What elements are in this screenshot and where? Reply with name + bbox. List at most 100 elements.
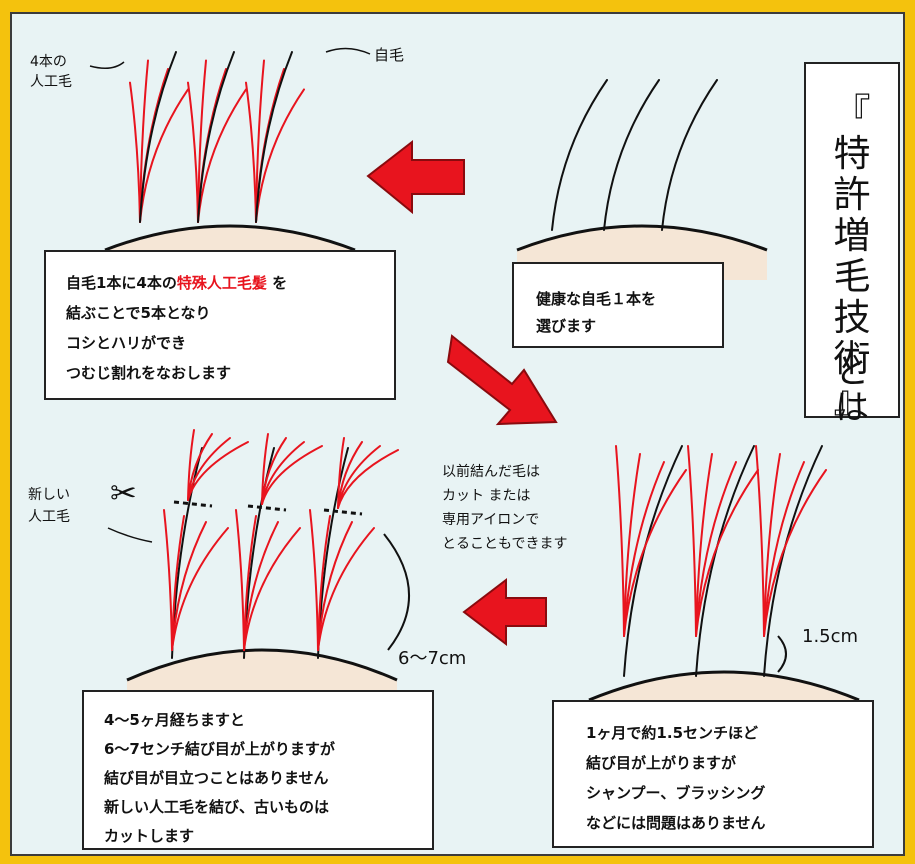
- old-artificial-hair-strand: [337, 449, 399, 509]
- scalp-outline: [126, 648, 398, 682]
- step2-line: 自毛1本に4本の特殊人工毛髪 を: [66, 268, 394, 298]
- natural-hair-label: 自毛: [374, 46, 405, 64]
- new-artificial-hair-strand: [243, 521, 279, 651]
- artificial-hair-strand: [129, 81, 141, 223]
- step4-caption: 4〜5ヶ月経ちますと 6〜7センチ結び目が上がりますが 結び目が目立つことはあり…: [82, 690, 434, 850]
- special-artificial-hair-label: 特殊人工毛髪: [176, 274, 267, 292]
- artificial-hair-strand: [695, 469, 759, 637]
- label-pointer-arrow: [107, 527, 153, 543]
- step4-line: 結び目が目立つことはありません: [104, 769, 329, 787]
- step2-text: 自毛1本に4本の: [66, 274, 177, 292]
- diagram-panel: 『 特 許 増 毛 技 術 』 と は 健康な自毛１本を 選びます 自毛1本に4…: [10, 12, 905, 856]
- cut-line: [323, 508, 363, 516]
- artificial-hair-strand: [197, 68, 227, 223]
- down-right-arrow-icon: [446, 334, 558, 426]
- artificial-hair-strand: [139, 68, 169, 223]
- natural-hair-strand: [255, 51, 293, 223]
- scissors-icon: ✂: [110, 474, 137, 512]
- scalp-outline: [104, 224, 356, 252]
- artificial-hair-strand: [763, 461, 805, 637]
- title-char: 増: [833, 214, 871, 257]
- natural-hair-strand: [551, 79, 608, 231]
- label-line: とることもできます: [442, 536, 568, 552]
- left-arrow-icon: [462, 577, 547, 647]
- artificial-hair-strand: [623, 469, 687, 637]
- left-arrow-icon: [366, 139, 465, 215]
- natural-hair-strand: [197, 51, 235, 223]
- title-char: は: [835, 388, 869, 428]
- growth-1-5cm-label: 1.5cm: [802, 626, 859, 647]
- step4-line: 新しい人工毛を結び、古いものは: [104, 798, 330, 816]
- artificial-hair-strand: [763, 469, 827, 637]
- natural-hair-strand: [603, 79, 660, 231]
- new-artificial-hair-strand: [171, 521, 207, 651]
- artificial-hair-strand: [695, 453, 713, 637]
- artificial-hair-strand: [687, 445, 697, 637]
- title-char: 毛: [833, 255, 871, 298]
- artificial-hair-strand: [755, 445, 765, 637]
- new-artificial-hair-strand: [171, 527, 229, 651]
- scalp-outline: [588, 670, 860, 702]
- artificial-hair-strand: [245, 81, 257, 223]
- step3-line: 1ヶ月で約1.5センチほど: [586, 724, 759, 742]
- step3-line: 結び目が上がりますが: [586, 754, 737, 772]
- title-char: 技: [833, 296, 871, 339]
- step1-line: 健康な自毛１本を: [536, 290, 657, 308]
- title-suffix: と は: [806, 354, 898, 426]
- growth-bracket-small: [777, 635, 787, 673]
- artificial-hair-strand: [623, 453, 641, 637]
- step2-line: 結ぶことで5本となり: [66, 304, 211, 322]
- step1-caption: 健康な自毛１本を 選びます: [512, 262, 724, 348]
- title-char: 『: [833, 91, 871, 134]
- label-line: カット または: [442, 488, 531, 504]
- label-line: 4本の: [30, 54, 67, 70]
- new-artificial-hair-strand: [243, 527, 301, 651]
- step2-line: コシとハリができ: [66, 334, 187, 352]
- growth-6-7cm-label: 6〜7cm: [398, 648, 467, 669]
- new-artificial-hair-strand: [317, 521, 353, 651]
- label-pointer-arrow: [89, 61, 125, 69]
- label-pointer-arrow: [325, 47, 371, 55]
- artificial-hair-strand: [695, 461, 737, 637]
- label-line: 人工毛: [30, 74, 72, 90]
- new-artificial-hair-strand: [317, 527, 375, 651]
- step3-line: シャンプー、ブラッシング: [586, 784, 766, 802]
- label-line: 専用アイロンで: [442, 512, 540, 528]
- new-artificial-hair-strand: [235, 509, 245, 651]
- cut-line: [173, 500, 213, 508]
- cut-note: 以前結んだ毛は カット または 専用アイロンで とることもできます: [442, 460, 567, 556]
- title-char: と: [835, 352, 869, 392]
- title-char: 許: [833, 173, 871, 216]
- step2-line: つむじ割れをなおします: [66, 364, 232, 382]
- step4-line: 6〜7センチ結び目が上がりますが: [104, 740, 335, 758]
- step1-line: 選びます: [536, 317, 597, 335]
- step2-caption: 自毛1本に4本の特殊人工毛髪 を 結ぶことで5本となり コシとハリができ つむじ…: [44, 250, 396, 400]
- step3-line: などには問題はありません: [586, 814, 766, 832]
- growth-bracket-large: [383, 533, 410, 651]
- artificial-hair-strand: [763, 453, 781, 637]
- artificial-hair-count-label: 4本の 人工毛: [30, 52, 72, 92]
- artificial-hair-strand: [623, 461, 665, 637]
- title-char: 術: [833, 337, 871, 380]
- step2-text: を: [266, 274, 288, 292]
- cut-line: [247, 504, 287, 512]
- artificial-hair-strand: [255, 68, 285, 223]
- title-box: 『 特 許 増 毛 技 術 』 と は: [804, 62, 900, 426]
- artificial-hair-strand: [615, 445, 625, 637]
- new-artificial-hair-strand: [163, 509, 173, 651]
- label-line: 以前結んだ毛は: [442, 464, 540, 480]
- title-char: 』: [833, 378, 871, 421]
- artificial-hair-strand: [187, 81, 199, 223]
- step4-line: カットします: [104, 827, 195, 845]
- step3-caption: 1ヶ月で約1.5センチほど 結び目が上がりますが シャンプー、ブラッシング など…: [552, 700, 874, 848]
- step4-line: 4〜5ヶ月経ちますと: [104, 711, 245, 729]
- title-char: 特: [833, 132, 871, 175]
- natural-hair-strand: [661, 79, 718, 231]
- old-artificial-hair-strand: [187, 441, 249, 501]
- page-title: 『 特 許 増 毛 技 術 』: [806, 92, 898, 420]
- new-artificial-hair-strand: [309, 509, 319, 651]
- new-artificial-hair-label: 新しい 人工毛: [28, 484, 70, 528]
- old-artificial-hair-strand: [261, 445, 323, 505]
- label-line: 新しい: [28, 487, 70, 503]
- label-line: 人工毛: [28, 509, 70, 525]
